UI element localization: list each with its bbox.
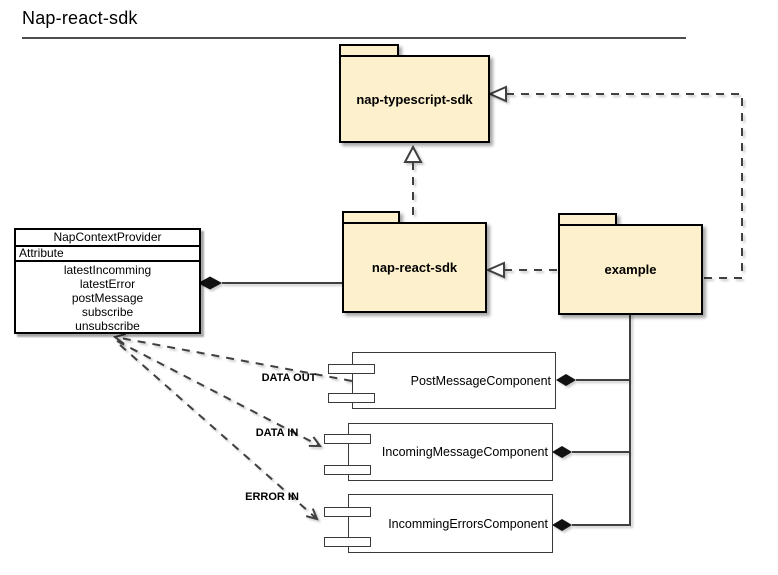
package-label: nap-typescript-sdk xyxy=(356,91,473,107)
class-attribute: postMessage xyxy=(71,291,144,305)
component-label: PostMessageComponent xyxy=(410,373,551,388)
triangle-arrow-typescript-right xyxy=(487,85,507,103)
triangle-arrow-react-right xyxy=(485,261,505,279)
edge-label-error-in: ERROR IN xyxy=(245,491,299,503)
component-label: IncommingErrorsComponent xyxy=(388,516,548,531)
edge-example-to-typescript xyxy=(506,93,743,279)
component-label: IncomingMessageComponent xyxy=(381,445,548,459)
folder-tab-icon xyxy=(342,211,400,224)
class-nap-context-provider: NapContextProvider Attribute latestIncom… xyxy=(14,228,201,334)
title-underline xyxy=(22,37,686,39)
class-attribute: unsubscribe xyxy=(75,319,140,333)
diagram-title: Nap-react-sdk xyxy=(22,8,138,28)
package-body: example xyxy=(558,224,703,315)
package-body: nap-react-sdk xyxy=(342,222,487,313)
edge-data-out xyxy=(115,337,353,382)
package-example: example xyxy=(558,213,703,315)
component-post-message: PostMessageComponent xyxy=(328,352,556,409)
component-port-icon xyxy=(324,465,371,475)
triangle-arrow-typescript-bottom xyxy=(403,144,423,163)
component-port-icon xyxy=(328,393,375,403)
component-incoming-message: IncomingMessageComponent xyxy=(324,423,553,481)
folder-tab-icon xyxy=(339,44,399,57)
class-title: NapContextProvider xyxy=(16,230,199,247)
package-nap-typescript-sdk: nap-typescript-sdk xyxy=(339,44,490,143)
component-port-icon xyxy=(328,364,375,374)
class-attribute: subscribe xyxy=(81,305,134,319)
component-incomming-errors: IncommingErrorsComponent xyxy=(324,494,553,553)
package-label: nap-react-sdk xyxy=(371,260,458,275)
package-nap-react-sdk: nap-react-sdk xyxy=(342,211,487,313)
folder-tab-icon xyxy=(558,213,617,226)
class-section-label: Attribute xyxy=(16,247,199,262)
component-port-icon xyxy=(324,434,371,444)
diamond-incommingerrors xyxy=(552,519,572,531)
diamond-incomingmessage xyxy=(552,446,572,458)
diamond-provider xyxy=(198,276,222,290)
edge-label-data-in: DATA IN xyxy=(255,427,299,439)
class-attribute: latestError xyxy=(79,277,136,291)
class-attributes: latestIncomming latestError postMessage … xyxy=(16,262,199,333)
package-body: nap-typescript-sdk xyxy=(339,55,490,143)
class-attribute: latestIncomming xyxy=(63,263,152,277)
diamond-postmessage xyxy=(556,374,576,386)
component-port-icon xyxy=(324,507,371,517)
component-port-icon xyxy=(324,537,371,547)
package-label: example xyxy=(604,262,657,277)
edge-label-data-out: DATA OUT xyxy=(261,372,317,384)
